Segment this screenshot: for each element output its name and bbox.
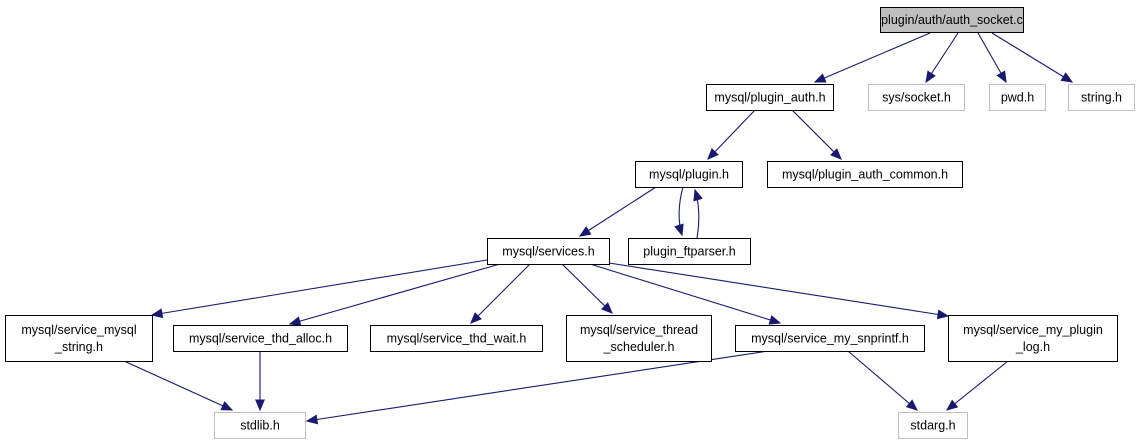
edge-auth-socket-to-pwd-arrowhead xyxy=(996,70,1007,84)
edge-services-to-svc-my-plugin-log xyxy=(608,262,949,317)
node-label: mysql/service_mysql xyxy=(21,323,136,337)
node-svc-my-plugin-log[interactable]: mysql/service_my_plugin _log.h xyxy=(948,315,1118,362)
node-svc-mysql-string[interactable]: mysql/service_mysql _string.h xyxy=(5,315,153,362)
node-box xyxy=(735,325,925,352)
edge-services-to-svc-my-snprintf xyxy=(589,263,781,324)
node-stdlib[interactable]: stdlib.h xyxy=(214,412,306,439)
edge-services-to-svc-thread-sched-arrowhead xyxy=(601,302,613,314)
edge-svc-thd-alloc-to-stdlib-arrowhead xyxy=(255,399,265,412)
edge-svc-my-plugin-log-to-stdarg xyxy=(946,360,1009,411)
node-plugin-ftparser[interactable]: plugin_ftparser.h xyxy=(628,238,751,265)
nodes-layer: plugin/auth/auth_socket.c mysql/plugin_au… xyxy=(5,7,1135,439)
edge-svc-my-snprintf-to-stdarg-arrowhead xyxy=(905,399,918,411)
node-label: pwd.h xyxy=(1001,91,1034,105)
edge-plugin-auth-to-plugin xyxy=(707,109,756,160)
node-svc-thd-wait[interactable]: mysql/service_thd_wait.h xyxy=(370,325,543,352)
node-plugin[interactable]: mysql/plugin.h xyxy=(635,161,743,188)
node-svc-thread-sched[interactable]: mysql/service_thread _scheduler.h xyxy=(566,315,712,362)
edge-services-to-svc-my-snprintf-arrowhead xyxy=(768,315,782,325)
node-box xyxy=(635,161,743,188)
node-label: _log.h xyxy=(1015,340,1050,354)
node-box xyxy=(5,315,153,362)
edge-services-to-svc-thd-alloc-arrowhead xyxy=(288,316,302,326)
edge-auth-socket-to-plugin-auth xyxy=(814,32,931,83)
edge-svc-mysql-string-to-stdlib xyxy=(123,360,233,411)
edge-plugin-ftparser-to-plugin-arrowhead xyxy=(693,188,703,202)
node-services[interactable]: mysql/services.h xyxy=(487,238,610,265)
node-svc-my-snprintf[interactable]: mysql/service_my_snprintf.h xyxy=(735,325,925,352)
node-label: mysql/service_my_snprintf.h xyxy=(751,332,909,346)
node-label: string.h xyxy=(1081,91,1122,105)
node-label: plugin_ftparser.h xyxy=(643,245,735,259)
edges-layer xyxy=(123,32,1074,425)
node-box xyxy=(173,325,348,352)
node-plugin-auth[interactable]: mysql/plugin_auth.h xyxy=(706,84,834,111)
node-label: mysql/plugin_auth_common.h xyxy=(782,168,948,182)
node-box xyxy=(628,238,751,265)
node-label: _string.h xyxy=(54,340,103,354)
node-box xyxy=(767,161,963,188)
edge-auth-socket-to-plugin-auth-arrowhead xyxy=(813,73,827,83)
node-label: plugin/auth/auth_socket.c xyxy=(881,13,1023,27)
node-box xyxy=(706,84,834,111)
node-label: mysql/plugin.h xyxy=(649,168,729,182)
node-label: stdarg.h xyxy=(910,419,955,433)
node-label: _scheduler.h xyxy=(603,340,675,354)
edge-svc-my-snprintf-to-stdlib xyxy=(306,350,769,422)
node-box xyxy=(880,7,1024,33)
node-box xyxy=(487,238,610,265)
node-auth-socket[interactable]: plugin/auth/auth_socket.c xyxy=(880,7,1024,33)
edge-plugin-to-plugin-ftparser-arrowhead xyxy=(674,223,684,237)
node-box xyxy=(948,315,1118,362)
node-pwd[interactable]: pwd.h xyxy=(989,84,1046,111)
edge-services-to-svc-my-plugin-log-arrowhead xyxy=(936,309,950,320)
edge-services-to-svc-thd-alloc xyxy=(289,263,501,325)
edge-plugin-to-services xyxy=(579,186,657,237)
node-label: mysql/service_my_plugin xyxy=(963,323,1103,337)
node-box xyxy=(214,412,306,439)
node-box xyxy=(989,84,1046,111)
node-box xyxy=(566,315,712,362)
edge-plugin-auth-to-plugin-arrowhead xyxy=(707,147,719,160)
node-label: sys/socket.h xyxy=(882,91,951,105)
node-box xyxy=(868,84,965,111)
node-label: stdlib.h xyxy=(240,419,280,433)
edge-auth-socket-to-sys-socket-arrowhead xyxy=(925,70,936,84)
node-label: mysql/plugin_auth.h xyxy=(714,91,825,105)
node-string[interactable]: string.h xyxy=(1068,84,1135,111)
edge-svc-my-snprintf-to-stdarg xyxy=(847,350,918,411)
node-svc-thd-alloc[interactable]: mysql/service_thd_alloc.h xyxy=(173,325,348,352)
edge-services-to-svc-thread-sched xyxy=(561,263,613,314)
edge-auth-socket-to-string xyxy=(991,32,1073,83)
node-label: mysql/service_thd_wait.h xyxy=(387,332,527,346)
node-sys-socket[interactable]: sys/socket.h xyxy=(868,84,965,111)
node-label: mysql/service_thread xyxy=(580,323,698,337)
edge-plugin-to-services-arrowhead xyxy=(578,226,592,237)
edge-services-to-svc-thd-wait-arrowhead xyxy=(470,312,482,324)
node-label: mysql/service_thd_alloc.h xyxy=(189,332,332,346)
node-box xyxy=(1068,84,1135,111)
edge-svc-my-snprintf-to-stdlib-arrowhead xyxy=(305,414,319,425)
edge-services-to-svc-thd-wait xyxy=(470,263,531,324)
edge-auth-socket-to-string-arrowhead xyxy=(1060,72,1074,83)
node-stdarg[interactable]: stdarg.h xyxy=(898,412,968,439)
edge-plugin-auth-to-plugin-auth-common xyxy=(791,109,842,160)
edge-services-to-svc-mysql-string-arrowhead xyxy=(150,308,164,319)
node-box xyxy=(370,325,543,352)
node-box xyxy=(898,412,968,439)
edge-plugin-auth-to-plugin-auth-common-arrowhead xyxy=(830,148,842,160)
edge-services-to-svc-mysql-string xyxy=(151,259,488,316)
node-label: mysql/services.h xyxy=(502,245,594,259)
edge-svc-mysql-string-to-stdlib-arrowhead xyxy=(220,401,234,411)
node-plugin-auth-common[interactable]: mysql/plugin_auth_common.h xyxy=(767,161,963,188)
edge-svc-my-plugin-log-to-stdarg-arrowhead xyxy=(945,399,959,411)
